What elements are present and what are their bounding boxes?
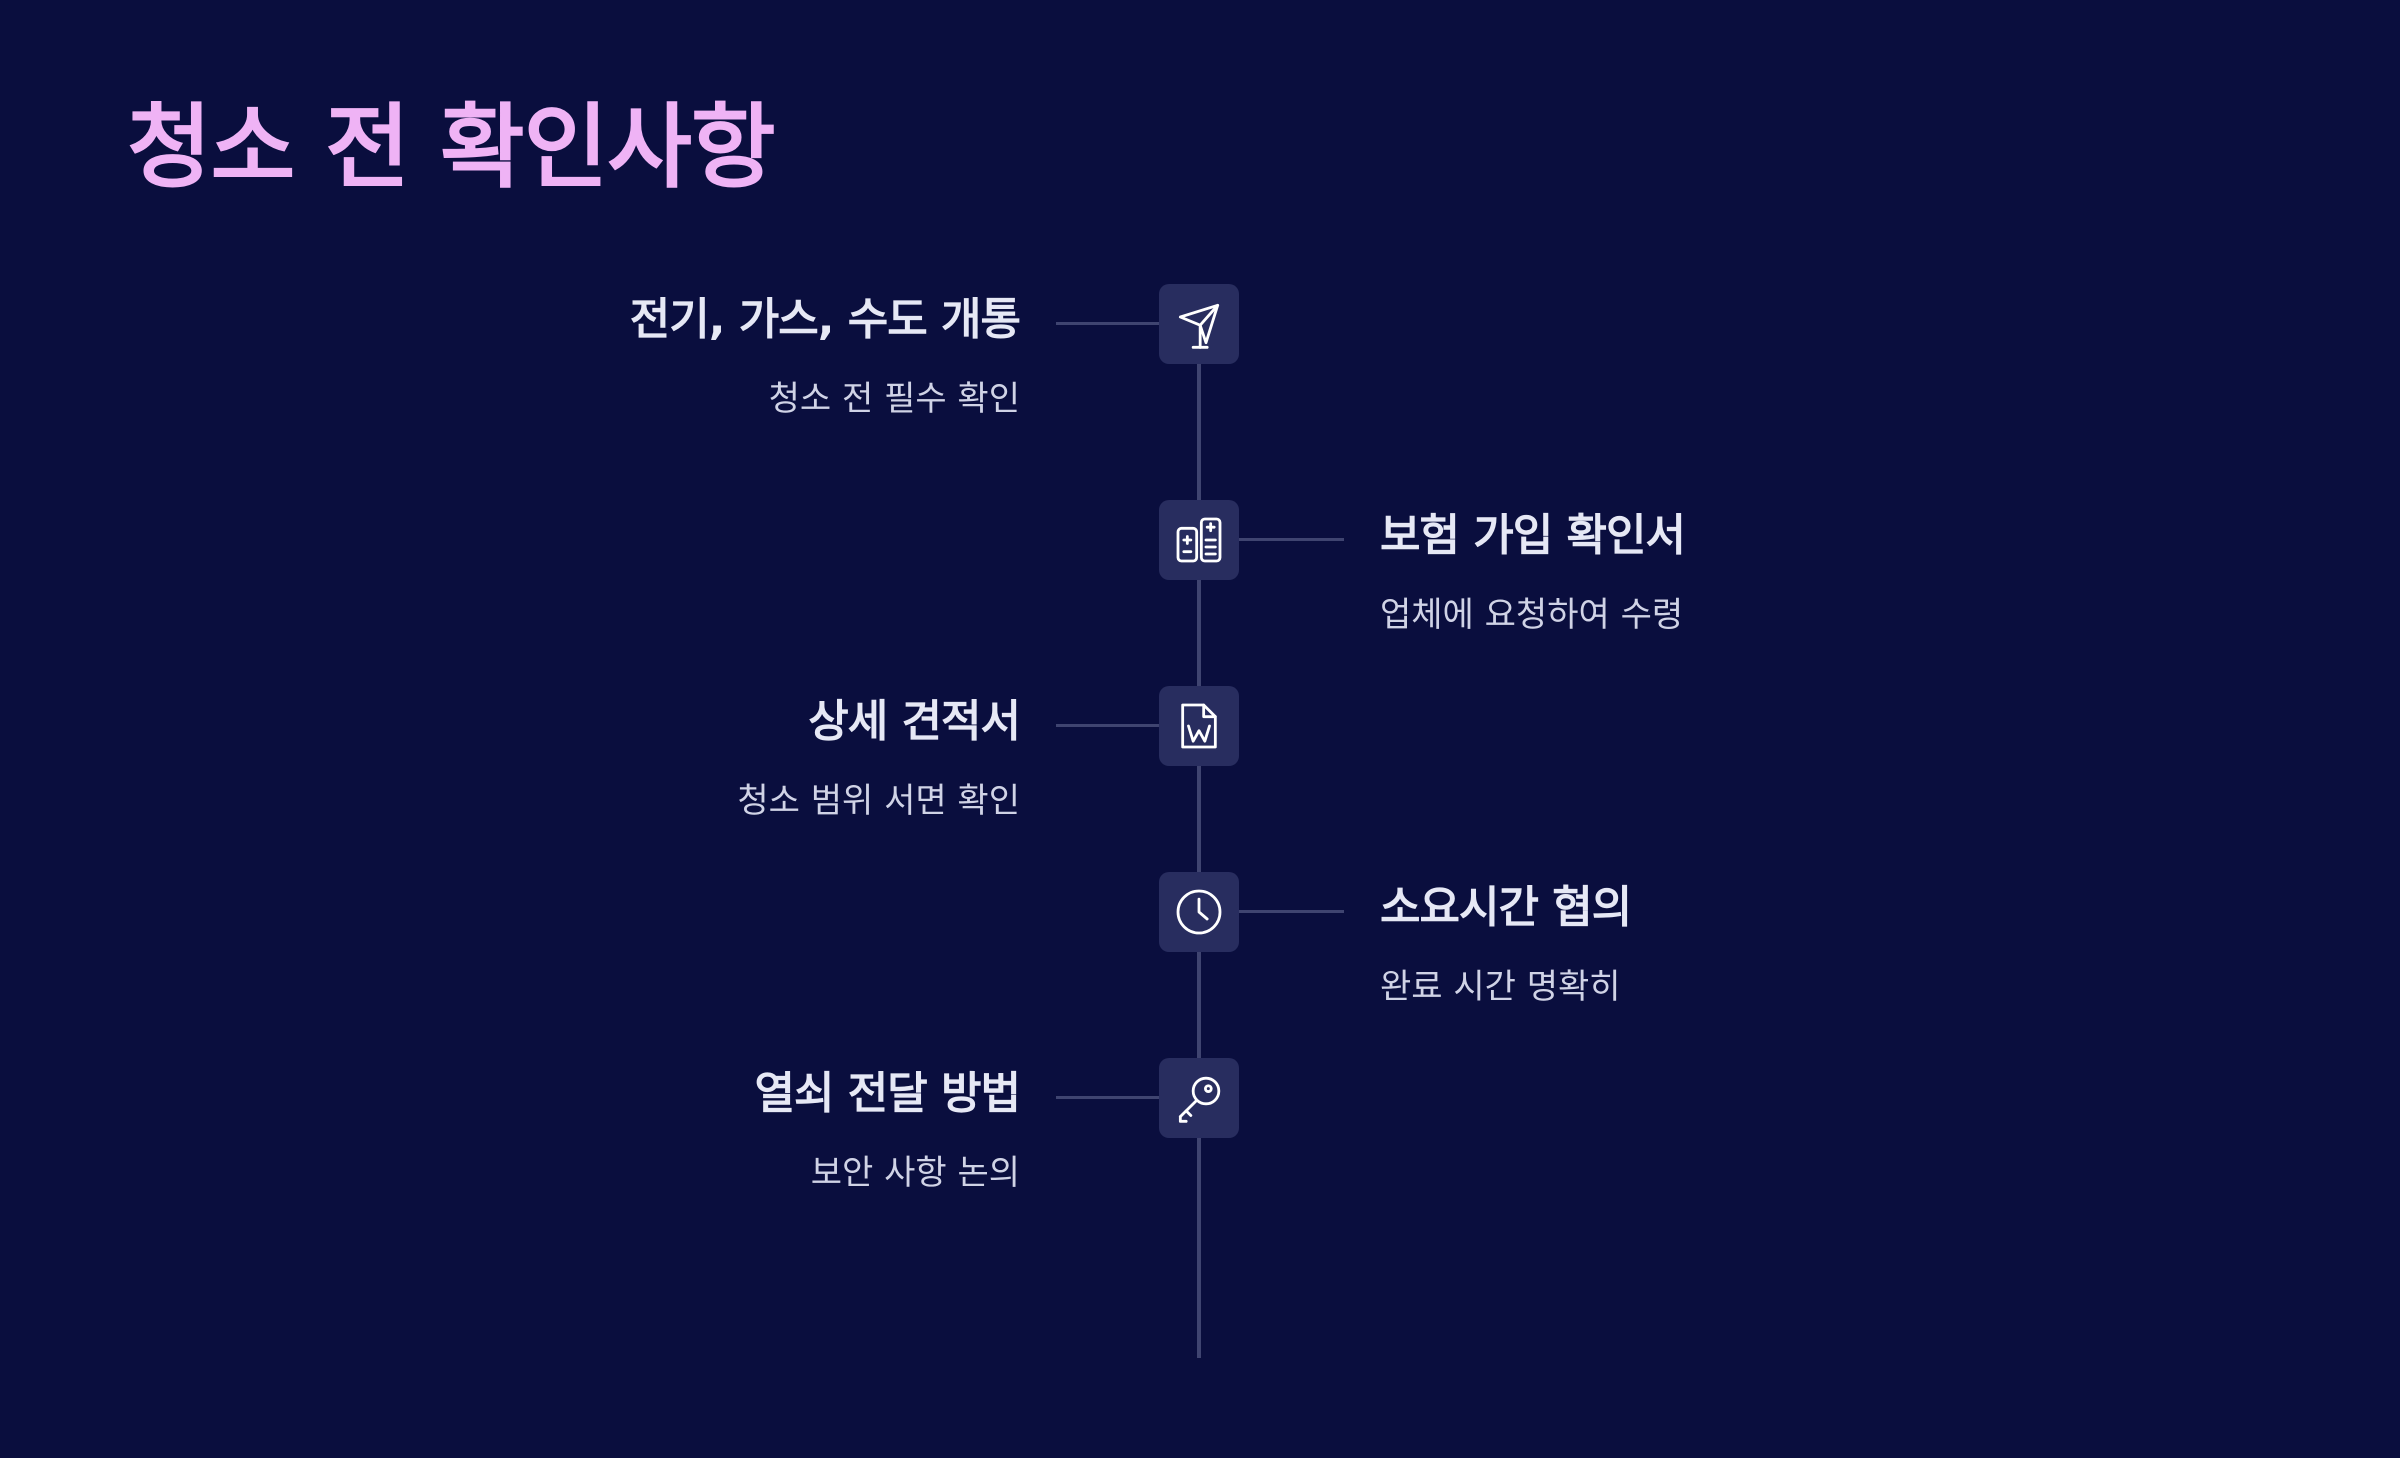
timeline-node-1 xyxy=(1159,284,1239,364)
plane-icon xyxy=(1178,303,1220,349)
item-title-4: 소요시간 협의 xyxy=(1380,882,1632,933)
connector-3 xyxy=(1056,724,1160,727)
connector-2 xyxy=(1238,538,1344,541)
connector-4 xyxy=(1238,910,1344,913)
connector-1 xyxy=(1056,322,1160,325)
item-title-1: 전기, 가스, 수도 개통 xyxy=(629,294,1021,345)
word-file-icon xyxy=(1181,703,1217,749)
item-title-3: 상세 견적서 xyxy=(808,696,1021,747)
calculator-icon xyxy=(1176,517,1222,563)
timeline-line xyxy=(1197,330,1201,1358)
timeline-node-5 xyxy=(1159,1058,1239,1138)
item-title-2: 보험 가입 확인서 xyxy=(1380,510,1686,561)
connector-5 xyxy=(1056,1096,1160,1099)
item-desc-2: 업체에 요청하여 수령 xyxy=(1380,595,1684,635)
item-desc-4: 완료 시간 명확히 xyxy=(1380,967,1621,1007)
item-title-5: 열쇠 전달 방법 xyxy=(754,1068,1021,1119)
item-desc-3: 청소 범위 서면 확인 xyxy=(737,781,1020,821)
timeline-node-2 xyxy=(1159,500,1239,580)
timeline-node-3 xyxy=(1159,686,1239,766)
item-desc-1: 청소 전 필수 확인 xyxy=(768,379,1020,419)
timeline-node-4 xyxy=(1159,872,1239,952)
item-desc-5: 보안 사항 논의 xyxy=(810,1153,1020,1193)
key-icon xyxy=(1178,1076,1221,1123)
page-title: 청소 전 확인사항 xyxy=(127,94,776,201)
clock-icon xyxy=(1176,889,1222,935)
